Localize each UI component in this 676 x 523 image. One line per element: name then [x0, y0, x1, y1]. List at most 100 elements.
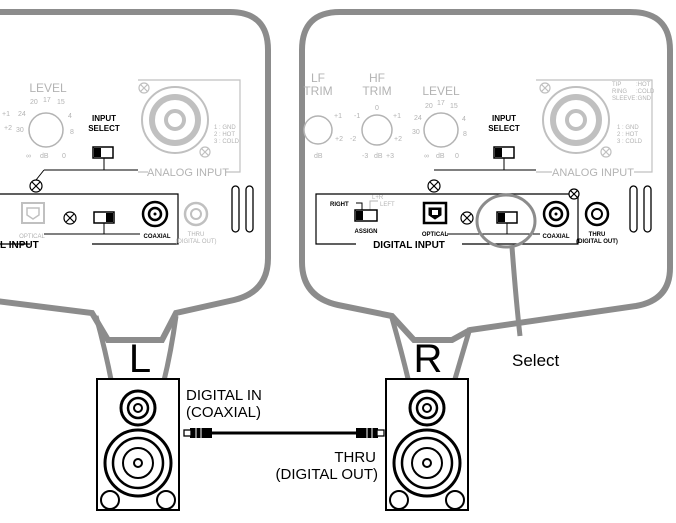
right-digital-out-label: (DIGITAL OUT)	[576, 239, 618, 245]
pin-label: 1 : GND	[214, 125, 236, 131]
right-analog-box	[536, 79, 653, 173]
scale-tick: 4	[462, 116, 466, 123]
left-input-select-switch[interactable]	[92, 146, 114, 159]
tip-label: :COLD	[636, 89, 655, 95]
left-xlr-jack-inner	[149, 94, 201, 146]
scale-tick: 24	[414, 115, 422, 122]
right-lf-trim-label: TRIM	[303, 84, 332, 98]
left-speaker	[96, 378, 180, 511]
coaxial-cable	[183, 428, 385, 438]
right-assign-knob	[356, 211, 363, 220]
left-input-select-knob	[94, 148, 101, 157]
scale-tick: 17	[43, 97, 51, 104]
right-digital-box	[315, 193, 579, 245]
right-panel-closeup: LF TRIM +2 +1 dB HF TRIM 0 -1 +1 -2 +2 -…	[299, 9, 673, 343]
scale-tick: -1	[354, 113, 360, 120]
left-digital-out-label: (DIGITAL OUT)	[176, 239, 217, 245]
right-coaxial-jack-pin	[554, 212, 558, 216]
left-level-knob	[28, 112, 64, 148]
connector-line	[369, 200, 378, 210]
scale-tick: 30	[412, 129, 420, 136]
left-panel-closeup: LEVEL 20 17 15 24 30 4 8 0 ∞ dB +1 +2 IN…	[0, 9, 271, 343]
left-speaker-foot	[156, 490, 176, 510]
right-assign-label: ASSIGN	[354, 229, 377, 235]
tip-label: SLEEVE	[612, 96, 635, 102]
pin-label: 2 : HOT	[214, 132, 235, 138]
left-analog-box	[138, 79, 241, 173]
scale-tick: dB	[436, 153, 445, 160]
scale-tick: 15	[450, 103, 458, 110]
right-screw-icon	[427, 179, 441, 193]
right-speaker-foot	[389, 490, 409, 510]
left-vent-slot	[231, 185, 240, 233]
left-vent-slot	[245, 185, 254, 233]
scale-tick: +1	[2, 111, 10, 118]
left-input-label: INPUT	[92, 114, 116, 123]
scale-tick: ∞	[424, 153, 429, 160]
left-xlr-jack-center	[164, 109, 186, 131]
thru-label: THRU	[334, 449, 376, 466]
right-right-label: RIGHT	[330, 202, 349, 208]
thru-sub-label: (DIGITAL OUT)	[276, 466, 379, 483]
right-analog-input-label: ANALOG INPUT	[552, 167, 634, 179]
left-optical-shape	[26, 207, 40, 220]
left-analog-input-label: ANALOG INPUT	[147, 167, 229, 179]
right-hf-trim-scale: 0 -1 +1 -2 +2 -3 dB +3	[350, 105, 402, 160]
left-thru-jack-ring	[190, 208, 202, 220]
right-rca-plug-tip	[376, 429, 385, 437]
scale-tick: 0	[455, 153, 459, 160]
scale-tick: 8	[70, 129, 74, 136]
scale-tick: 17	[437, 100, 445, 107]
left-speaker-woofer-cone	[122, 447, 154, 479]
right-assign-switch[interactable]	[354, 209, 378, 222]
right-screw-icon	[568, 188, 580, 200]
left-level-scale: 20 17 15 24 30 4 8 0 ∞ dB	[16, 97, 74, 160]
right-select-label: SELECT	[488, 124, 520, 133]
left-level-label: LEVEL	[29, 81, 67, 95]
right-speaker-tweeter-dome	[422, 403, 432, 413]
left-speaker-letter: L	[129, 337, 151, 381]
right-input-label: INPUT	[492, 114, 516, 123]
tip-label: TIP	[612, 82, 621, 88]
left-digital-select-knob	[106, 213, 113, 222]
right-left-label: LEFT	[380, 202, 395, 208]
left-speaker-dustcap	[133, 458, 143, 468]
right-optical-label: OPTICAL	[422, 232, 449, 238]
right-xlr-jack-inner	[550, 94, 602, 146]
left-rca-plug-tip	[183, 429, 192, 437]
right-speaker-tweeter-ring	[415, 396, 439, 420]
right-vent-slot	[629, 185, 638, 233]
scale-tick: 20	[425, 103, 433, 110]
connector-line	[356, 202, 363, 210]
left-speaker-foot	[100, 490, 120, 510]
left-screw-icon	[63, 211, 77, 225]
left-optical-jack	[21, 202, 45, 224]
scale-tick: 4	[68, 113, 72, 120]
right-level-knob	[423, 112, 459, 148]
scale-tick: 20	[30, 99, 38, 106]
tip-label: :HOT	[636, 82, 651, 88]
scale-tick: +2	[335, 136, 343, 143]
right-thru-jack-ring	[591, 208, 603, 220]
right-vent-slot	[643, 185, 652, 233]
digital-in-sub-label: (COAXIAL)	[186, 404, 261, 421]
left-speaker-woofer-ring	[111, 436, 165, 490]
right-lr-label: L+R	[372, 195, 384, 201]
left-optical-label: OPTICAL	[19, 234, 45, 240]
right-thru-label: THRU	[589, 232, 606, 238]
scale-tick: ∞	[26, 153, 31, 160]
scale-tick: dB	[314, 153, 323, 160]
right-xlr-tip-labels: TIP :HOT RING :COLD SLEEVE :GND 1 : GND …	[612, 82, 655, 145]
right-speaker-letter: R	[414, 337, 443, 381]
left-coaxial-label: COAXIAL	[144, 234, 171, 240]
left-speaker-tweeter	[119, 389, 157, 427]
scale-tick: 8	[463, 131, 467, 138]
pin-label: 2 : HOT	[617, 132, 638, 138]
right-digital-input-label: DIGITAL INPUT	[373, 240, 445, 251]
right-hf-label: HF	[369, 71, 385, 85]
left-speaker-tweeter-ring	[126, 396, 150, 420]
scale-tick: +3	[386, 153, 394, 160]
scale-tick: dB	[40, 153, 49, 160]
scale-tick: -2	[350, 136, 356, 143]
right-xlr-screw	[539, 82, 612, 158]
